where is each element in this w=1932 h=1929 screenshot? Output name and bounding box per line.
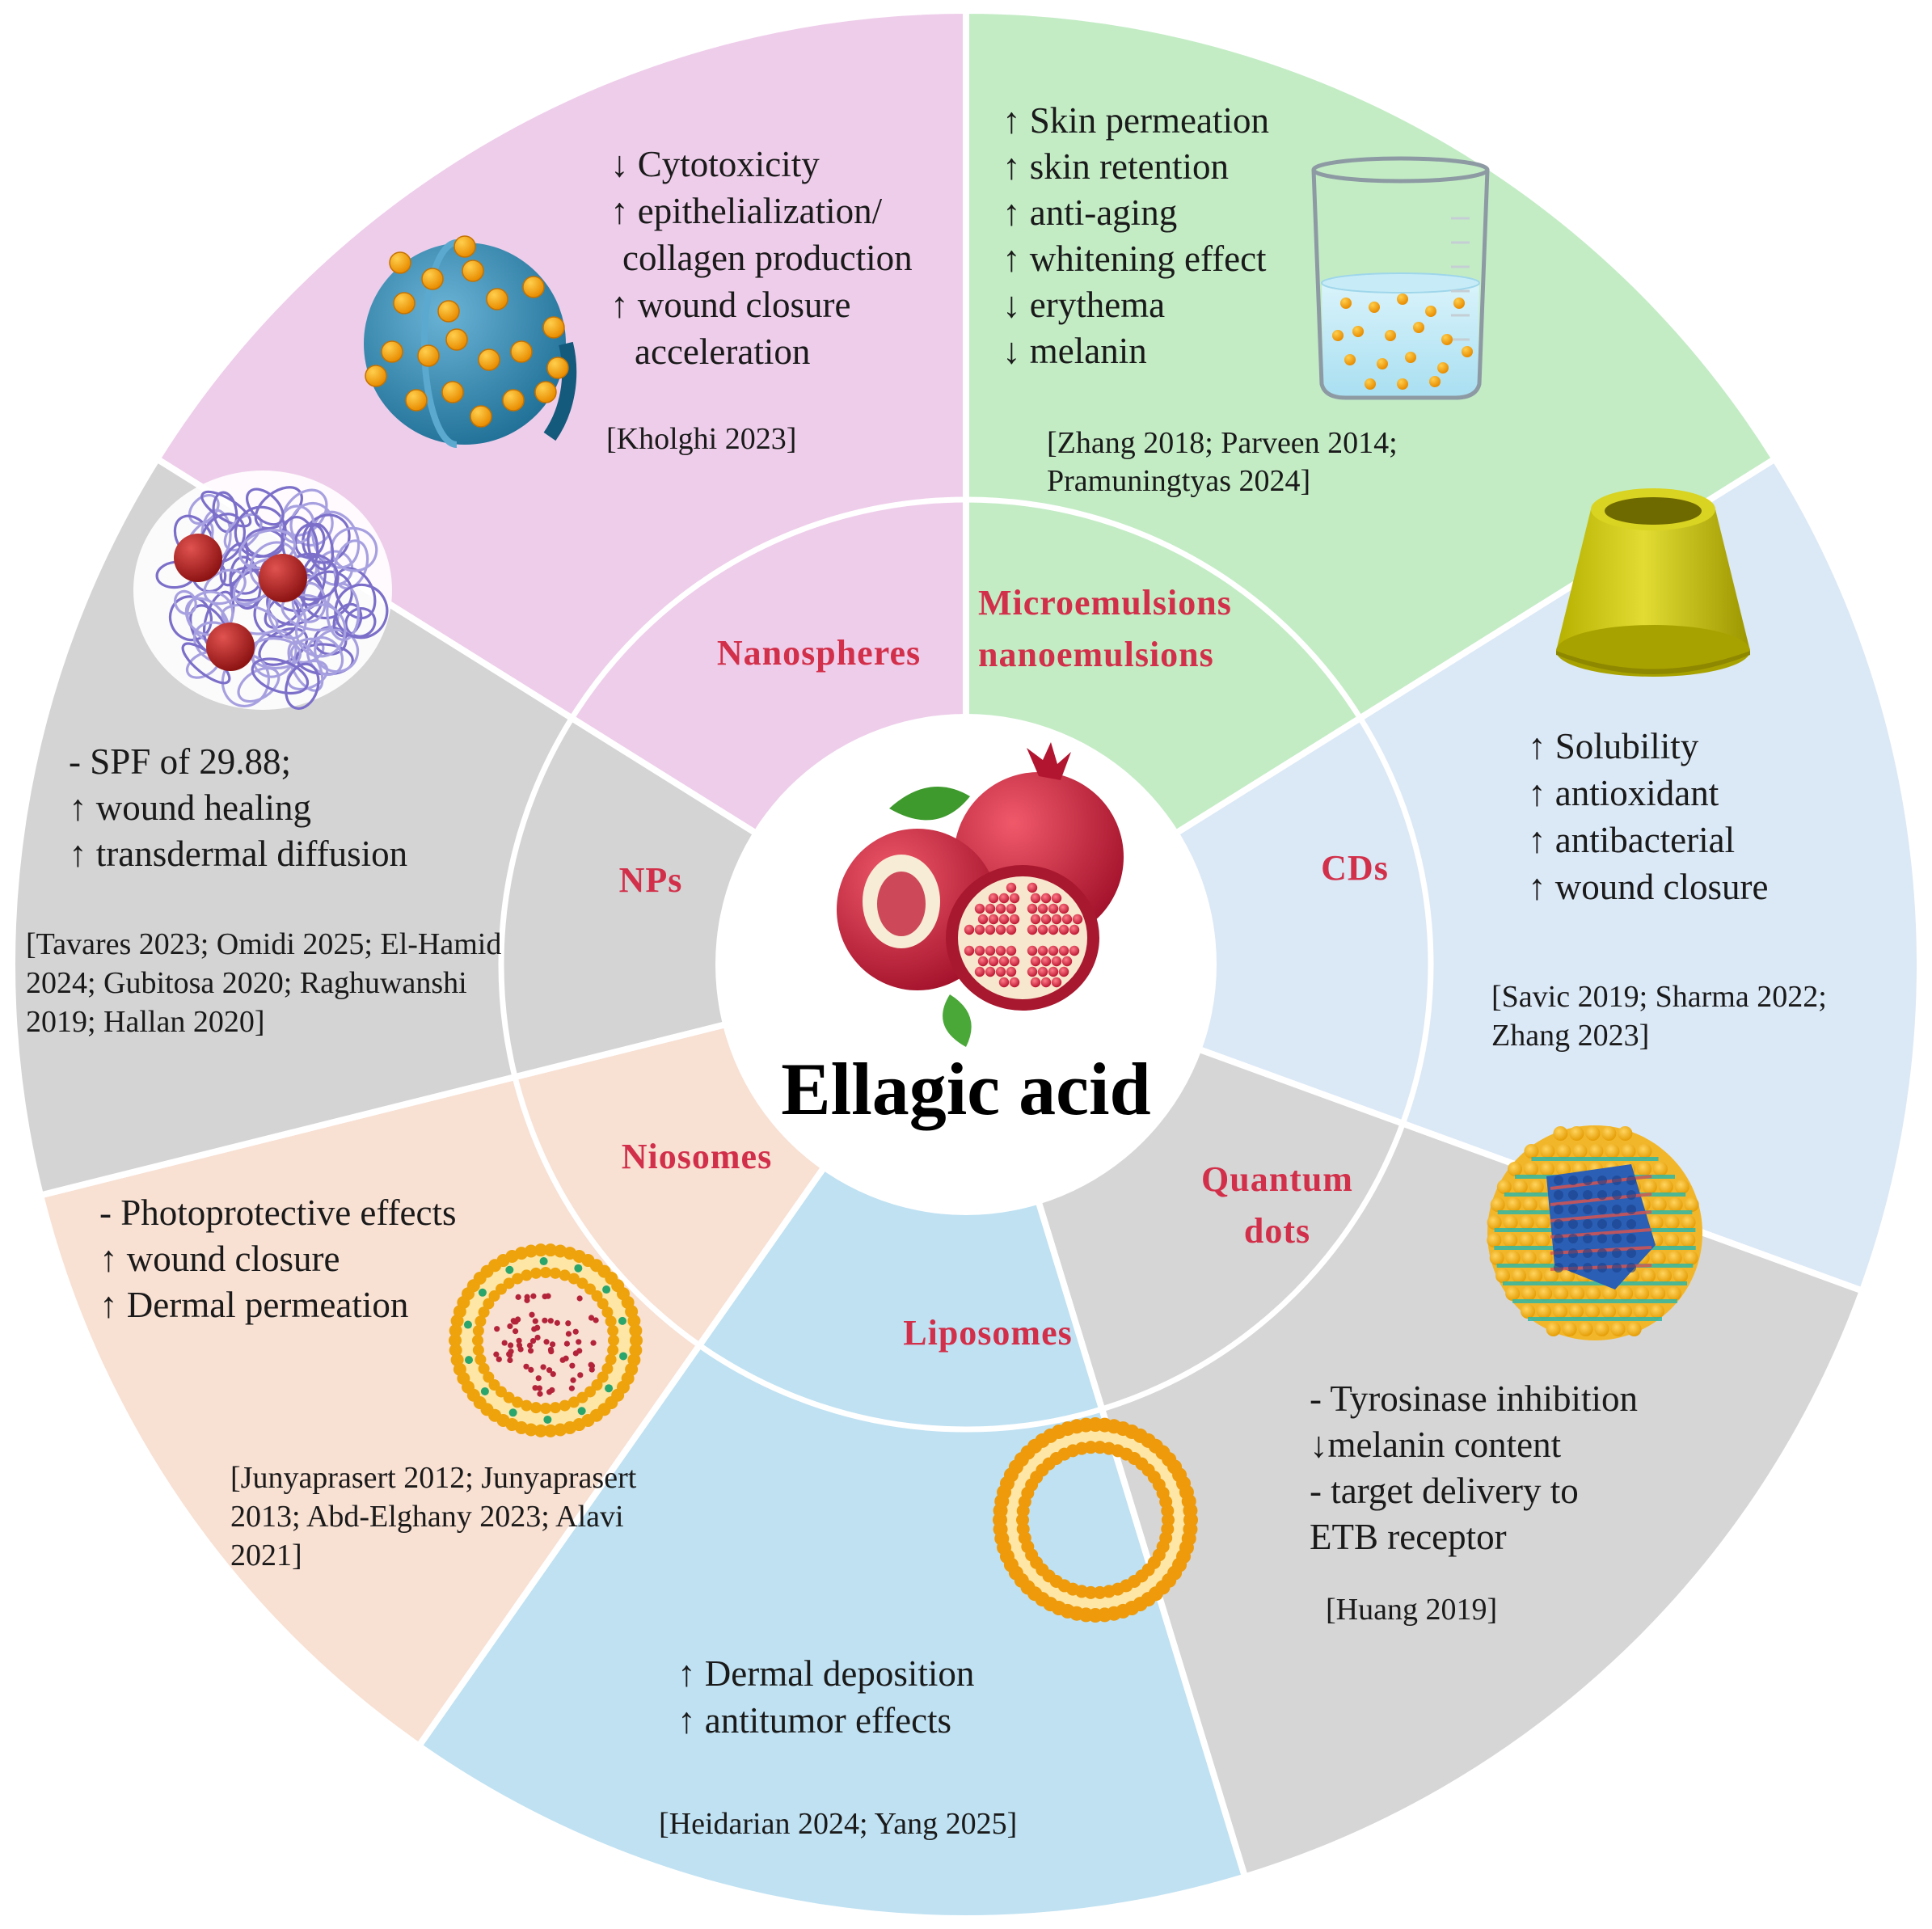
sector-niosomes [36, 959, 974, 1751]
sector-quantum-dots [960, 959, 1867, 1881]
reference-text: Pramuningtyas 2024] [1047, 464, 1310, 498]
center-title: Ellagic acid [781, 1048, 1150, 1130]
effect-text: ↑ wound healing [69, 787, 311, 828]
effect-text: ↓ melanin [1002, 331, 1147, 371]
effect-text: ↓melanin content [1310, 1425, 1562, 1465]
reference-text: [Tavares 2023; Omidi 2025; El-Hamid [26, 927, 501, 961]
reference-text: 2019; Hallan 2020] [26, 1005, 265, 1039]
effect-text: ↑ Dermal permeation [99, 1285, 408, 1325]
effect-text: ↑ whitening effect [1002, 238, 1267, 279]
pomegranate-icon [837, 742, 1124, 1047]
effect-text: collagen production [622, 238, 913, 278]
effect-text: ↑ skin retention [1002, 146, 1229, 187]
effect-text: ↑ antitumor effects [677, 1700, 951, 1741]
segment-label: nanoemulsions [978, 635, 1214, 674]
effect-text: ↑ antioxidant [1528, 773, 1719, 813]
segment-icons [133, 156, 1750, 1623]
segment-label: NPs [619, 860, 683, 900]
polymer-np-icon [133, 471, 392, 710]
effect-text: ↑ transdermal diffusion [69, 834, 407, 874]
segment-label: Niosomes [622, 1137, 772, 1176]
beaker-icon [1311, 156, 1490, 400]
segment-texts: ↓ Cytotoxicity ↑ epithelialization/collag… [26, 100, 1827, 1841]
effect-text: ↑ antibacterial [1528, 820, 1735, 860]
reference-text: [Zhang 2018; Parveen 2014; [1047, 426, 1398, 460]
reference-text: 2013; Abd-Elghany 2023; Alavi [230, 1500, 624, 1534]
reference-text: Zhang 2023] [1491, 1019, 1649, 1053]
segment-label: Liposomes [903, 1313, 1072, 1353]
nanosphere-icon [364, 235, 577, 448]
effect-text: ↓ erythema [1002, 285, 1165, 325]
effect-text: - SPF of 29.88; [69, 741, 291, 782]
reference-text: 2021] [230, 1539, 302, 1572]
effect-text: ↑ Solubility [1528, 726, 1699, 766]
effect-text: ↑ Dermal deposition [677, 1653, 974, 1694]
segment-label: CDs [1321, 848, 1389, 888]
effect-text: ↑ wound closure [1528, 867, 1768, 907]
liposome-icon [993, 1417, 1198, 1623]
effect-text: ↑ wound closure [610, 285, 850, 325]
sector-nanospheres [152, 6, 969, 971]
reference-text: 2024; Gubitosa 2020; Raghuwanshi [26, 966, 467, 1000]
effect-text: ↓ Cytotoxicity [610, 144, 820, 184]
effect-text: - Tyrosinase inhibition [1310, 1378, 1638, 1419]
sector-microemulsions [963, 6, 1780, 971]
effect-text: ↑ epithelialization/ [610, 191, 883, 231]
segment-label: Microemulsions [978, 583, 1232, 623]
reference-text: [Savic 2019; Sharma 2022; [1491, 980, 1827, 1014]
segment-label: Nanospheres [717, 633, 921, 673]
effect-text: ETB receptor [1310, 1517, 1507, 1557]
reference-text: [Kholghi 2023] [606, 422, 796, 456]
effect-text: acceleration [635, 331, 810, 372]
effect-text: ↑ anti-aging [1002, 192, 1177, 233]
cyclodextrin-icon [1556, 488, 1750, 677]
segment-label: dots [1244, 1211, 1310, 1251]
reference-text: [Heidarian 2024; Yang 2025] [659, 1807, 1017, 1841]
center-hub: Ellagic acid [715, 714, 1217, 1215]
reference-text: [Huang 2019] [1326, 1593, 1497, 1627]
effect-text: ↑ wound closure [99, 1239, 340, 1279]
effect-text: - target delivery to [1310, 1471, 1579, 1511]
quantum-dot-icon [1487, 1125, 1702, 1340]
effect-text: - Photoprotective effects [99, 1192, 457, 1233]
effect-text: ↑ Skin permeation [1002, 100, 1269, 141]
segment-label: Quantum [1201, 1159, 1353, 1199]
middle-ring [498, 496, 1434, 1433]
niosome-icon [449, 1243, 643, 1437]
reference-text: [Junyaprasert 2012; Junyaprasert [230, 1461, 637, 1495]
